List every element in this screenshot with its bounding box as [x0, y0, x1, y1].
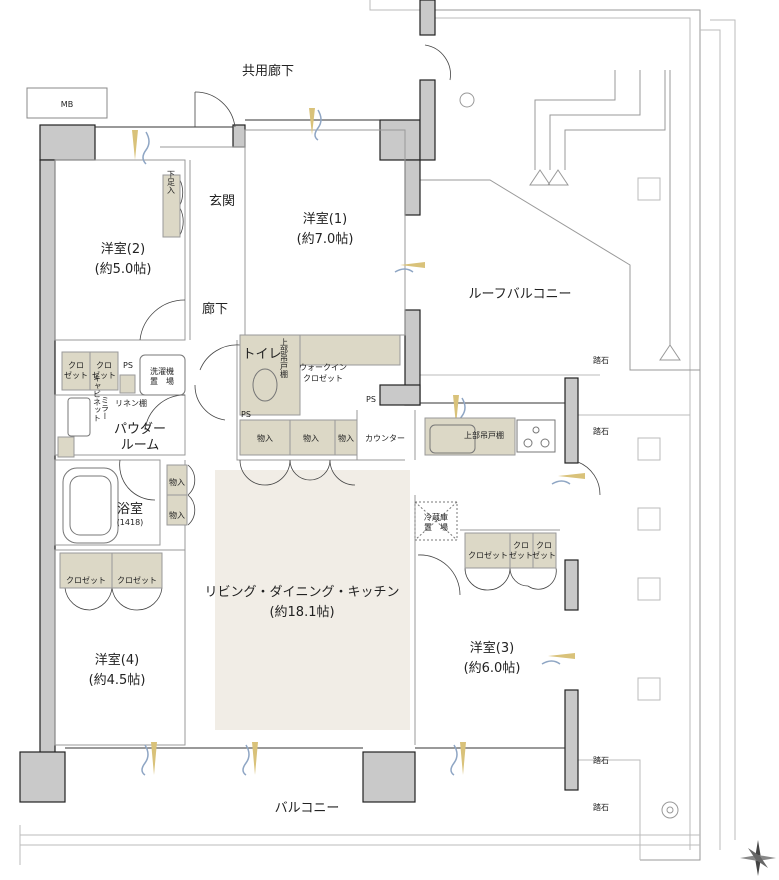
vent-ducts: [459, 70, 681, 819]
closet-label-r3b1: クロ: [513, 541, 529, 550]
mb-box: [26, 87, 108, 119]
room1-label: 洋室(1): [303, 211, 347, 227]
powder-room-label-1: パウダー: [114, 422, 166, 437]
stepping-stone-label-4: 踏石: [593, 802, 609, 812]
closet-label-r3c2: ゼット: [532, 550, 556, 560]
ps-label-3: PS: [241, 410, 251, 419]
shoe-storage-label: 下足入: [167, 170, 176, 194]
closet-label-b1: クロ: [96, 361, 112, 370]
storage-label-4: 物入: [169, 477, 185, 487]
laundry-label-1: 洗濯機: [150, 366, 174, 376]
stepping-stone-label-2: 踏石: [593, 426, 609, 436]
closet-label-a2: ゼット: [64, 370, 88, 380]
cabinet-label: キャビネット: [93, 374, 102, 422]
common-corridor-label: 共用廊下: [242, 63, 294, 79]
room1-size: (約7.0帖): [297, 232, 354, 247]
storage-label-1: 物入: [257, 433, 273, 443]
room2-label: 洋室(2): [101, 241, 145, 257]
ldk-size: (約18.1帖): [269, 605, 334, 620]
entrance-label: 玄関: [209, 194, 235, 209]
walls: [19, 0, 579, 803]
walk-in-closet-label-2: クロゼット: [303, 373, 343, 383]
compass-icon: [740, 840, 776, 876]
stepping-stone-label-3: 踏石: [593, 755, 609, 765]
toilet-label: トイレ: [242, 347, 281, 362]
kitchen-upper-cabinet-label: 上部吊戸棚: [464, 430, 504, 440]
room3-size: (約6.0帖): [464, 661, 521, 676]
doors: [64, 44, 601, 611]
room3-label: 洋室(3): [470, 640, 514, 656]
ldk-floor: [215, 470, 410, 730]
roof-balcony-outline: [19, 0, 736, 865]
mirror-label: ミラー: [101, 396, 110, 420]
closet-label-r3a: クロゼット: [468, 550, 508, 560]
fixtures: [62, 354, 556, 544]
closet-label-r4b: クロゼット: [117, 575, 157, 585]
walk-in-closet-label-1: ウォークイン: [299, 363, 347, 372]
counter-label: カウンター: [365, 434, 405, 443]
ldk-label: リビング・ダイニング・キッチン: [204, 585, 399, 600]
closet-label-r3c1: クロ: [536, 541, 552, 550]
roof-balcony-label: ルーフバルコニー: [469, 287, 572, 302]
mb-label: MB: [61, 100, 73, 109]
stepping-stone-label-1: 踏石: [593, 355, 609, 365]
hallway-label: 廊下: [202, 301, 228, 317]
closet-label-a1: クロ: [68, 361, 84, 370]
powder-room-label-2: ルーム: [121, 438, 160, 453]
storage-blocks: [57, 174, 557, 589]
ps-label-1: PS: [123, 361, 133, 370]
closet-label-b2: ゼット: [92, 370, 116, 380]
laundry-label-2: 置 場: [150, 376, 174, 386]
closet-label-r4a: クロゼット: [66, 575, 106, 585]
fridge-label-1: 冷蔵庫: [424, 512, 448, 522]
storage-label-2: 物入: [303, 433, 319, 443]
room4-size: (約4.5帖): [89, 673, 146, 688]
bath-size: (1418): [117, 518, 144, 527]
room-labels: 共用廊下 玄関 下足入 洋室(1) (約7.0帖) 洋室(2) (約5.0帖) …: [64, 63, 609, 816]
closet-label-r3b2: ゼット: [509, 550, 533, 560]
storage-label-3: 物入: [338, 433, 354, 443]
toilet-upper-cabinet-label: 上部吊戸棚: [280, 338, 289, 379]
room2-size: (約5.0帖): [95, 262, 152, 277]
ps-label-2: PS: [366, 395, 376, 404]
stepping-squares: [637, 177, 661, 701]
fridge-label-2: 置 場: [424, 522, 448, 532]
bath-label: 浴室: [117, 501, 143, 517]
linen-shelf-label: リネン棚: [115, 398, 147, 408]
room4-label: 洋室(4): [95, 652, 139, 668]
balcony-label: バルコニー: [275, 801, 340, 816]
window-marks: [132, 108, 585, 776]
storage-label-5: 物入: [169, 510, 185, 520]
